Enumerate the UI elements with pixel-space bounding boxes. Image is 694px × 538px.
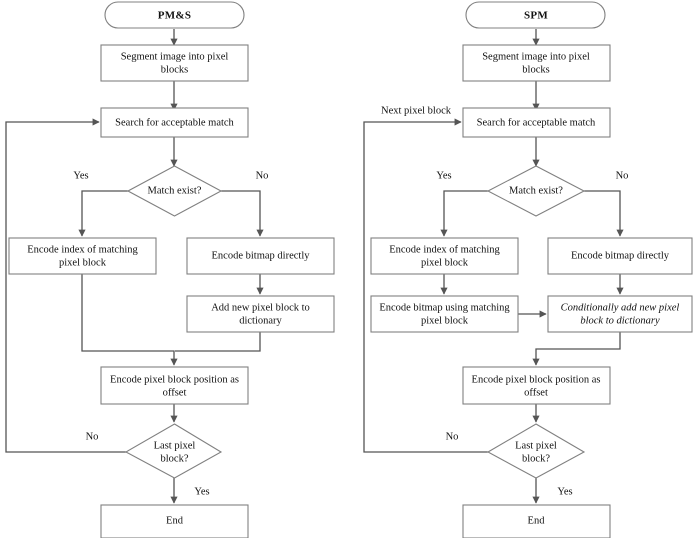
spm-cond-add-line1: Conditionally add new pixel bbox=[561, 302, 680, 313]
edge-encode-index-to-offset bbox=[81, 273, 178, 366]
spm-node-start[interactable]: SPM bbox=[465, 1, 606, 29]
spm-node-last-decision[interactable]: Last pixel block? bbox=[486, 423, 586, 479]
pms-node-end[interactable]: End bbox=[100, 504, 249, 538]
pms-label-match-no: No bbox=[256, 170, 269, 181]
spm-node-cond-add[interactable]: Conditionally add new pixel block to dic… bbox=[547, 295, 693, 333]
pms-encode-offset-line2: offset bbox=[163, 387, 187, 398]
pms-node-last-decision[interactable]: Last pixel block? bbox=[124, 423, 223, 479]
edge-add-block-to-offset bbox=[175, 332, 261, 352]
spm-edges bbox=[363, 29, 624, 504]
spm-end-label: End bbox=[528, 515, 546, 526]
pms-node-segment[interactable]: Segment image into pixel blocks bbox=[100, 44, 249, 82]
spm-segment-line2: blocks bbox=[522, 64, 549, 75]
pms-last-line1: Last pixel bbox=[154, 440, 196, 451]
spm-edge-match-no-to-encode-bitmap bbox=[584, 190, 624, 237]
spm-node-encode-using[interactable]: Encode bitmap using matching pixel block bbox=[370, 295, 519, 333]
spm-start-label: SPM bbox=[524, 10, 548, 22]
spm-segment-line1: Segment image into pixel bbox=[482, 51, 590, 62]
spm-encode-index-line2: pixel block bbox=[421, 257, 469, 268]
spm-node-end[interactable]: End bbox=[462, 504, 611, 538]
spm-cond-add-line2: block to dictionary bbox=[580, 315, 660, 326]
pms-start-label: PM&S bbox=[158, 10, 192, 22]
spm-edge-match-yes-to-encode-index bbox=[440, 190, 488, 237]
pms-end-label: End bbox=[166, 515, 184, 526]
spm-match-label: Match exist? bbox=[509, 185, 563, 196]
spm-node-match-decision[interactable]: Match exist? bbox=[486, 165, 586, 217]
spm-encode-using-line2: pixel block bbox=[421, 315, 469, 326]
spm-encode-index-line1: Encode index of matching bbox=[389, 244, 500, 255]
spm-label-next-pixel-block: Next pixel block bbox=[381, 105, 452, 116]
spm-label-match-yes: Yes bbox=[436, 170, 451, 181]
pms-node-add-block[interactable]: Add new pixel block to dictionary bbox=[186, 295, 335, 333]
spm-label-last-no: No bbox=[446, 431, 459, 442]
spm-node-search[interactable]: Search for acceptable match bbox=[462, 107, 611, 138]
pms-last-line2: block? bbox=[161, 453, 189, 464]
pms-node-match-decision[interactable]: Match exist? bbox=[126, 165, 223, 217]
pms-label-match-yes: Yes bbox=[73, 170, 88, 181]
pms-label-last-no: No bbox=[86, 431, 99, 442]
spm-node-encode-offset[interactable]: Encode pixel block position as offset bbox=[462, 366, 611, 405]
pms-segment-line1: Segment image into pixel bbox=[121, 51, 229, 62]
edge-match-yes-to-encode-index bbox=[78, 190, 128, 237]
pms-search-label: Search for acceptable match bbox=[115, 117, 234, 128]
spm-label-last-yes: Yes bbox=[557, 486, 572, 497]
spm-node-encode-index[interactable]: Encode index of matching pixel block bbox=[370, 237, 519, 275]
pms-segment-line2: blocks bbox=[161, 64, 188, 75]
pms-node-encode-offset[interactable]: Encode pixel block position as offset bbox=[100, 366, 249, 405]
edge-last-no-loopback-to-search bbox=[5, 118, 126, 453]
spm-last-line2: block? bbox=[522, 453, 550, 464]
spm-edge-last-no-loopback-to-search bbox=[363, 118, 488, 453]
pms-node-start[interactable]: PM&S bbox=[104, 1, 245, 29]
pms-node-search[interactable]: Search for acceptable match bbox=[100, 107, 249, 138]
pms-encode-index-line2: pixel block bbox=[59, 257, 107, 268]
pms-node-encode-index[interactable]: Encode index of matching pixel block bbox=[8, 237, 157, 275]
spm-encode-offset-line1: Encode pixel block position as bbox=[472, 374, 601, 385]
pms-match-label: Match exist? bbox=[148, 185, 202, 196]
spm-node-segment[interactable]: Segment image into pixel blocks bbox=[462, 44, 611, 82]
pms-encode-index-line1: Encode index of matching bbox=[27, 244, 138, 255]
pms-add-block-line1: Add new pixel block to bbox=[211, 302, 310, 313]
pms-label-last-yes: Yes bbox=[194, 486, 209, 497]
chart-pms: PM&S Segment image into pixel blocks Sea… bbox=[5, 1, 335, 538]
spm-last-line1: Last pixel bbox=[515, 440, 557, 451]
pms-node-encode-bitmap[interactable]: Encode bitmap directly bbox=[186, 237, 335, 275]
pms-edges bbox=[5, 29, 264, 504]
spm-encode-using-line1: Encode bitmap using matching bbox=[379, 302, 510, 313]
pms-add-block-line2: dictionary bbox=[239, 315, 282, 326]
spm-node-encode-bitmap[interactable]: Encode bitmap directly bbox=[547, 237, 693, 275]
spm-search-label: Search for acceptable match bbox=[477, 117, 596, 128]
spm-encode-bitmap-label: Encode bitmap directly bbox=[571, 250, 670, 261]
spm-label-match-no: No bbox=[616, 170, 629, 181]
pms-encode-offset-line1: Encode pixel block position as bbox=[110, 374, 239, 385]
pms-encode-bitmap-label: Encode bitmap directly bbox=[212, 250, 311, 261]
spm-edge-cond-add-to-offset bbox=[532, 332, 621, 366]
edge-match-no-to-encode-bitmap bbox=[221, 190, 264, 237]
spm-encode-offset-line2: offset bbox=[524, 387, 548, 398]
chart-spm: SPM Segment image into pixel blocks Next… bbox=[363, 1, 693, 538]
